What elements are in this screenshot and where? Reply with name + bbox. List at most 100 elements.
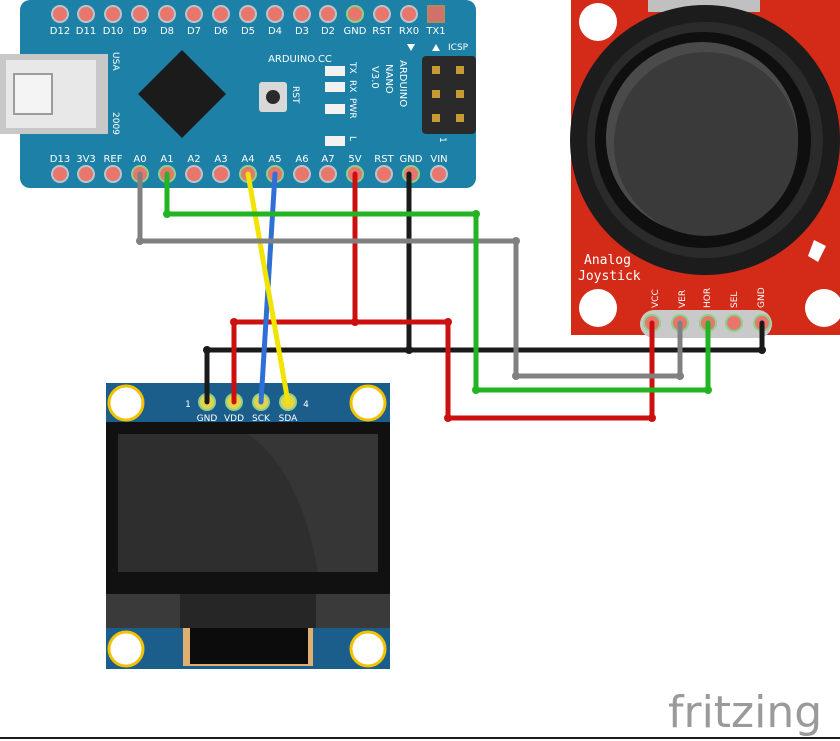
joy-pin-label-gnd: GND xyxy=(757,287,767,308)
pin-label-a0: A0 xyxy=(133,154,146,165)
oled-pin-label-sda: SDA xyxy=(279,414,298,424)
wire-bend-point xyxy=(351,318,359,326)
header-pin xyxy=(293,165,311,183)
header-pin-square xyxy=(427,5,445,23)
pin-label-a2: A2 xyxy=(187,154,200,165)
pin-label-gnd-top: GND xyxy=(344,26,367,37)
model-line-1: ARDUINO xyxy=(397,60,408,107)
pin-label-d4: D4 xyxy=(268,26,282,37)
joy-pin-label-vcc: VCC xyxy=(651,289,661,308)
pin-label-ref: REF xyxy=(103,154,122,165)
pin-label-d5: D5 xyxy=(241,26,255,37)
wire-bend-point xyxy=(136,237,144,245)
mount-hole xyxy=(107,630,145,668)
header-pin xyxy=(373,5,391,23)
header-pin xyxy=(400,5,418,23)
mcu-chip xyxy=(138,50,226,138)
pin-label-a7: A7 xyxy=(321,154,334,165)
header-pin xyxy=(319,5,337,23)
led-l xyxy=(325,136,345,146)
joystick-cap-inner xyxy=(614,52,798,236)
wire-bend-point xyxy=(512,372,520,380)
pin-label-a4: A4 xyxy=(241,154,254,165)
wire-bend-point xyxy=(676,372,684,380)
wire-bend-point xyxy=(203,346,211,354)
pin-label-d3: D3 xyxy=(295,26,309,37)
pin-label-tx1: TX1 xyxy=(425,26,445,37)
oled-flex-area xyxy=(180,594,316,628)
pin-label-d13: D13 xyxy=(50,154,70,165)
wire-gnd-oled xyxy=(204,171,412,405)
led-rx xyxy=(325,82,345,92)
wire-bend-point xyxy=(163,210,171,218)
header-pin xyxy=(319,165,337,183)
pin-label-d8: D8 xyxy=(160,26,174,37)
pin-label-rst-bottom: RST xyxy=(374,154,394,165)
header-pin xyxy=(430,165,448,183)
pin-label-a1: A1 xyxy=(160,154,173,165)
led-label-rx: RX xyxy=(347,80,357,92)
mount-hole xyxy=(579,289,617,327)
pin-label-vin: VIN xyxy=(430,154,447,165)
screen-reflection xyxy=(248,434,378,572)
wire-vcc-oled xyxy=(231,171,358,405)
joystick-module: Analog Joystick VCC VER HOR SEL GND xyxy=(570,0,840,338)
icsp-label: ICSP xyxy=(448,43,469,53)
header-pin xyxy=(375,165,393,183)
wire-junctions xyxy=(136,210,766,422)
wire-bend-point xyxy=(472,210,480,218)
pin-label-d2: D2 xyxy=(321,26,335,37)
pin-label-5v: 5V xyxy=(348,154,361,165)
header-pin xyxy=(51,165,69,183)
header-pin xyxy=(212,165,230,183)
pin-label-d10: D10 xyxy=(103,26,123,37)
header-pin xyxy=(293,5,311,23)
header-pin xyxy=(104,165,122,183)
wire-bend-point xyxy=(444,414,452,422)
led-pwr xyxy=(325,104,345,114)
mount-hole xyxy=(579,3,617,41)
wire-bend-point xyxy=(758,346,766,354)
wire-bend-point xyxy=(230,318,238,326)
mount-hole xyxy=(349,630,387,668)
pin-label-gnd-bottom: GND xyxy=(400,154,423,165)
icsp-pins xyxy=(432,66,464,122)
oled-pin-label-sck: SCK xyxy=(252,414,271,424)
pin-label-d6: D6 xyxy=(214,26,228,37)
header-pin xyxy=(212,5,230,23)
header-pin xyxy=(185,5,203,23)
mount-hole xyxy=(107,384,145,422)
wire-bend-point xyxy=(512,237,520,245)
icsp-header xyxy=(422,56,476,134)
header-pin xyxy=(158,5,176,23)
joy-pin-label-sel: SEL xyxy=(730,292,740,308)
arduino-board xyxy=(20,0,476,188)
oled-pin-label-vdd: VDD xyxy=(224,414,244,424)
pin-label-d7: D7 xyxy=(187,26,201,37)
wire-bend-point xyxy=(472,386,480,394)
header-pin xyxy=(77,165,95,183)
wire-ver xyxy=(137,171,683,379)
header-pin xyxy=(131,5,149,23)
pin-label-a6: A6 xyxy=(295,154,308,165)
joy-pin-label-ver: VER xyxy=(678,290,688,308)
joystick-label-line-2: Joystick xyxy=(578,269,641,284)
mount-hole xyxy=(349,384,387,422)
arduino-nano: D12 D11 D10 D9 D8 D7 D6 D5 D4 D3 D2 GND … xyxy=(0,0,476,188)
oled-pin-label-gnd: GND xyxy=(197,414,218,424)
wire-bend-point xyxy=(648,414,656,422)
pin-label-3v3: 3V3 xyxy=(76,154,96,165)
ribbon-cable-inner xyxy=(190,628,308,664)
icsp-pin1-label: 1 xyxy=(437,137,447,143)
pin-label-rst-top: RST xyxy=(372,26,392,37)
wire-bend-point xyxy=(704,386,712,394)
pin-label-a5: A5 xyxy=(268,154,281,165)
fritzing-logo: fritzing xyxy=(668,687,822,738)
joystick-label-line-1: Analog xyxy=(584,253,631,268)
sparkfun-logo-icon xyxy=(808,240,826,262)
rx-indicator-icon xyxy=(407,44,415,51)
oled-display: 1 4 GND VDD SCK SDA xyxy=(106,383,390,669)
model-line-3: V3.0 xyxy=(369,66,380,89)
wire-vcc-joystick xyxy=(352,319,655,421)
